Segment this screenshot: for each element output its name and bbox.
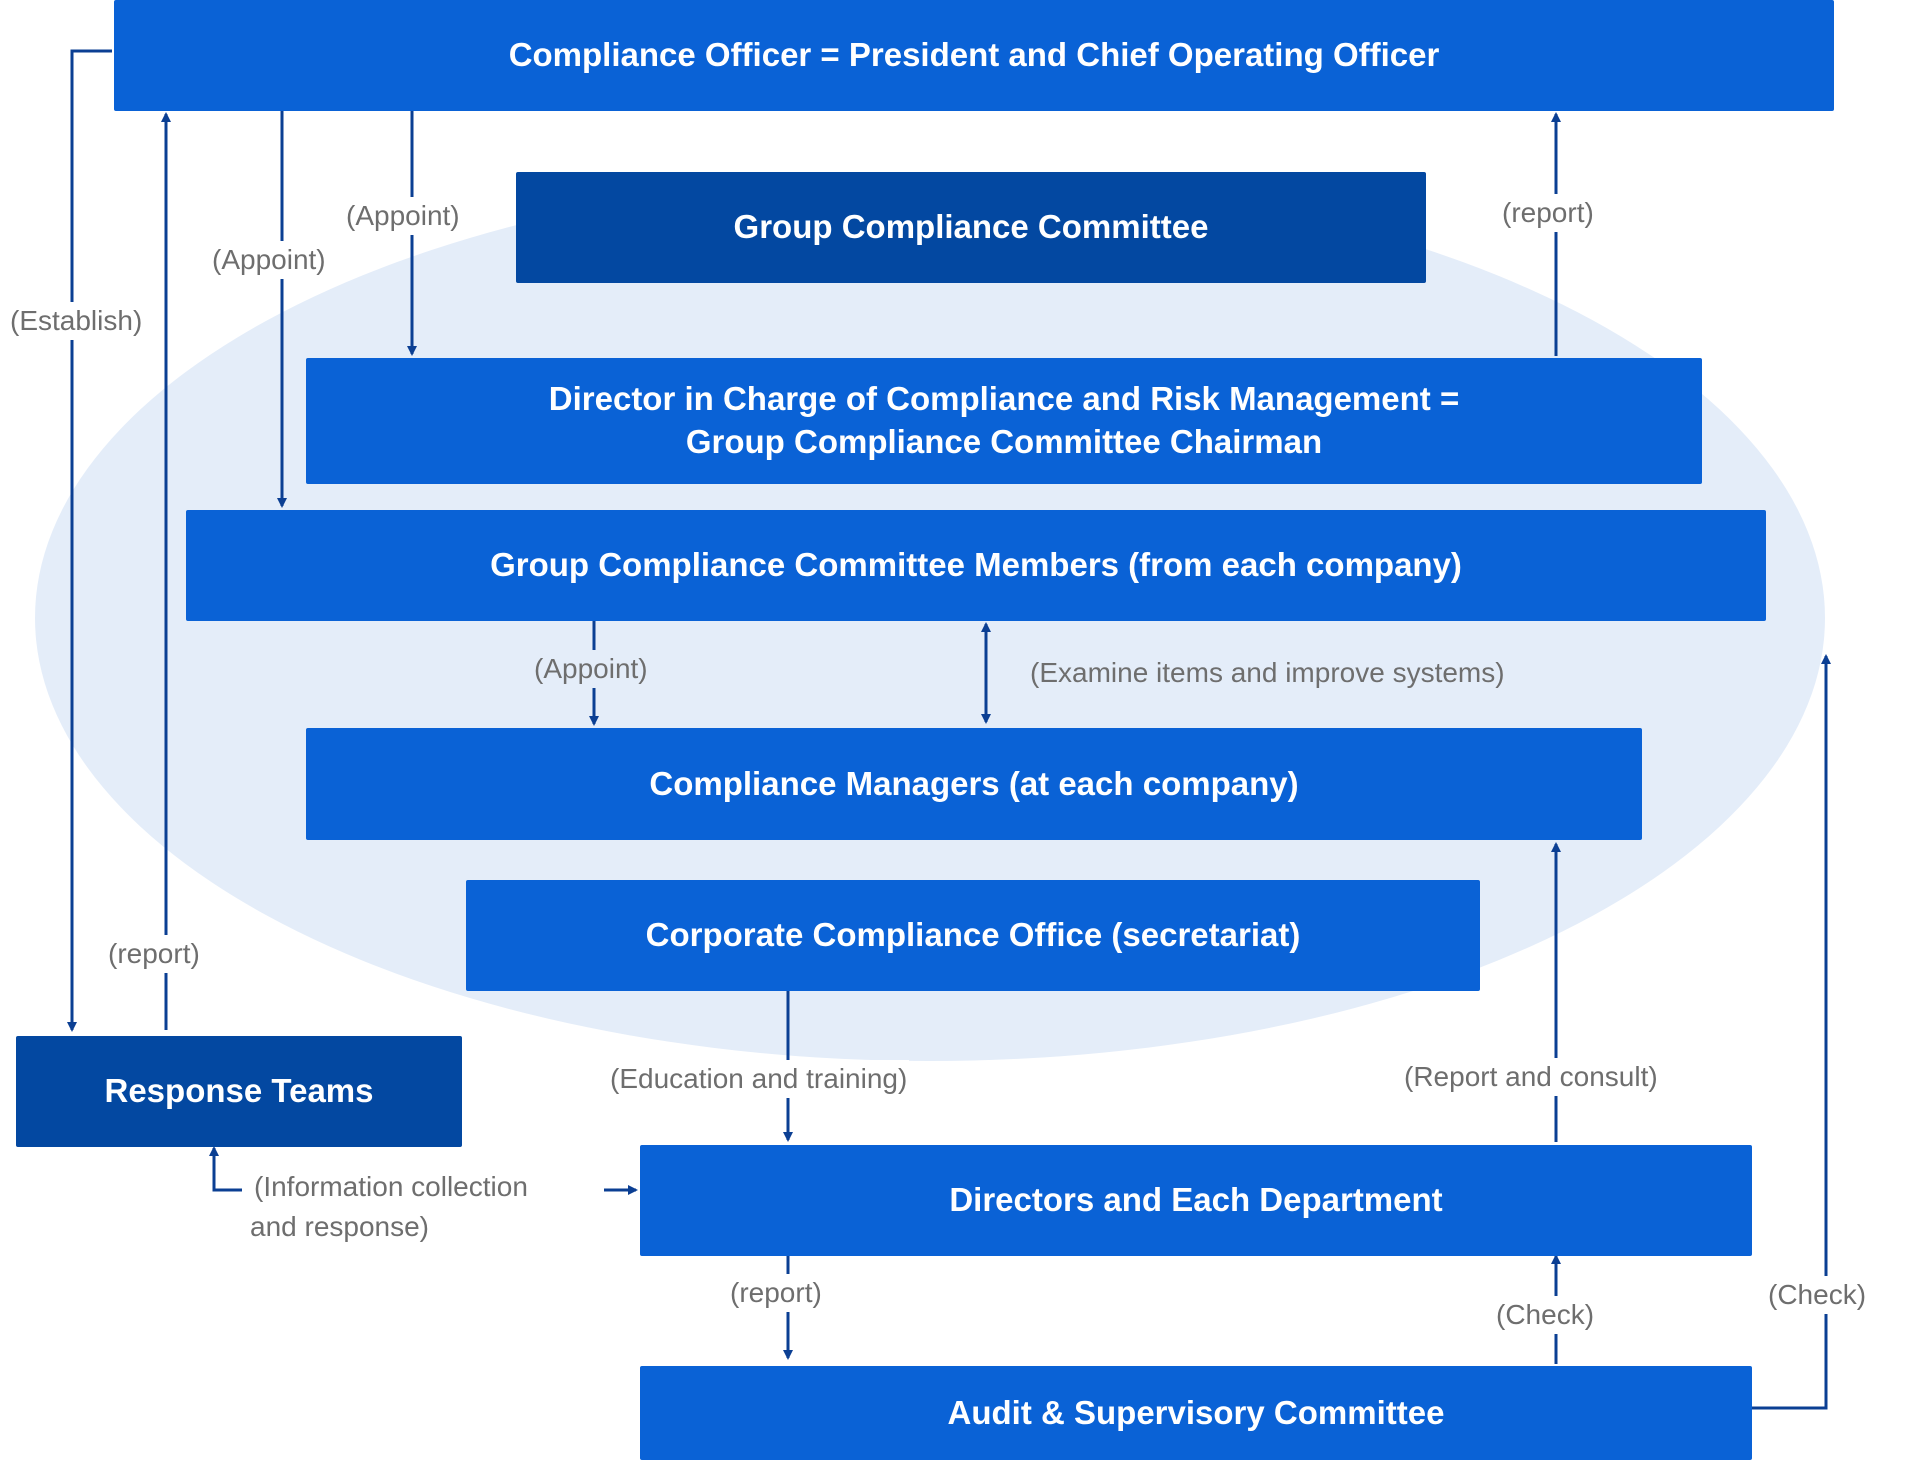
compliance-officer-box: Compliance Officer = President and Chief…: [114, 0, 1834, 111]
audit-report-label: (report): [728, 1274, 824, 1312]
committee-members-box: Group Compliance Committee Members (from…: [186, 510, 1766, 621]
corporate-compliance-office-box: Corporate Compliance Office (secretariat…: [466, 880, 1480, 991]
appoint-director-label: (Appoint): [344, 197, 462, 235]
check-managers-connector: [1750, 654, 1831, 1410]
education-label: (Education and training): [608, 1060, 910, 1098]
director-line-1: Director in Charge of Compliance and Ris…: [548, 380, 1460, 418]
information-label-line-2: and response): [250, 1211, 430, 1242]
appoint-members-label: (Appoint): [210, 241, 328, 279]
check-departments-label: (Check): [1494, 1296, 1597, 1334]
audit-supervisory-committee-box: Audit & Supervisory Committee: [640, 1366, 1752, 1460]
appoint-managers-label: (Appoint): [532, 650, 650, 688]
information-connector: [209, 1146, 242, 1192]
director-compliance-risk-box: Director in Charge of Compliance and Ris…: [306, 358, 1702, 484]
response-report-label: (report): [106, 935, 202, 973]
group-compliance-committee-box: Group Compliance Committee: [516, 172, 1426, 283]
report-consult-label: (Report and consult): [1402, 1058, 1660, 1096]
response-teams-box: Response Teams: [16, 1036, 462, 1147]
information-label-line-1: (Information collection: [254, 1171, 528, 1202]
check-managers-label: (Check): [1766, 1276, 1869, 1314]
establish-connector: [67, 49, 112, 1032]
director-line-2: Group Compliance Committee Chairman: [685, 423, 1323, 460]
establish-label: (Establish): [8, 302, 145, 340]
compliance-managers-box: Compliance Managers (at each company): [306, 728, 1642, 840]
examine-label: (Examine items and improve systems): [1030, 657, 1505, 688]
directors-departments-box: Directors and Each Department: [640, 1145, 1752, 1256]
director-report-label: (report): [1500, 194, 1596, 232]
